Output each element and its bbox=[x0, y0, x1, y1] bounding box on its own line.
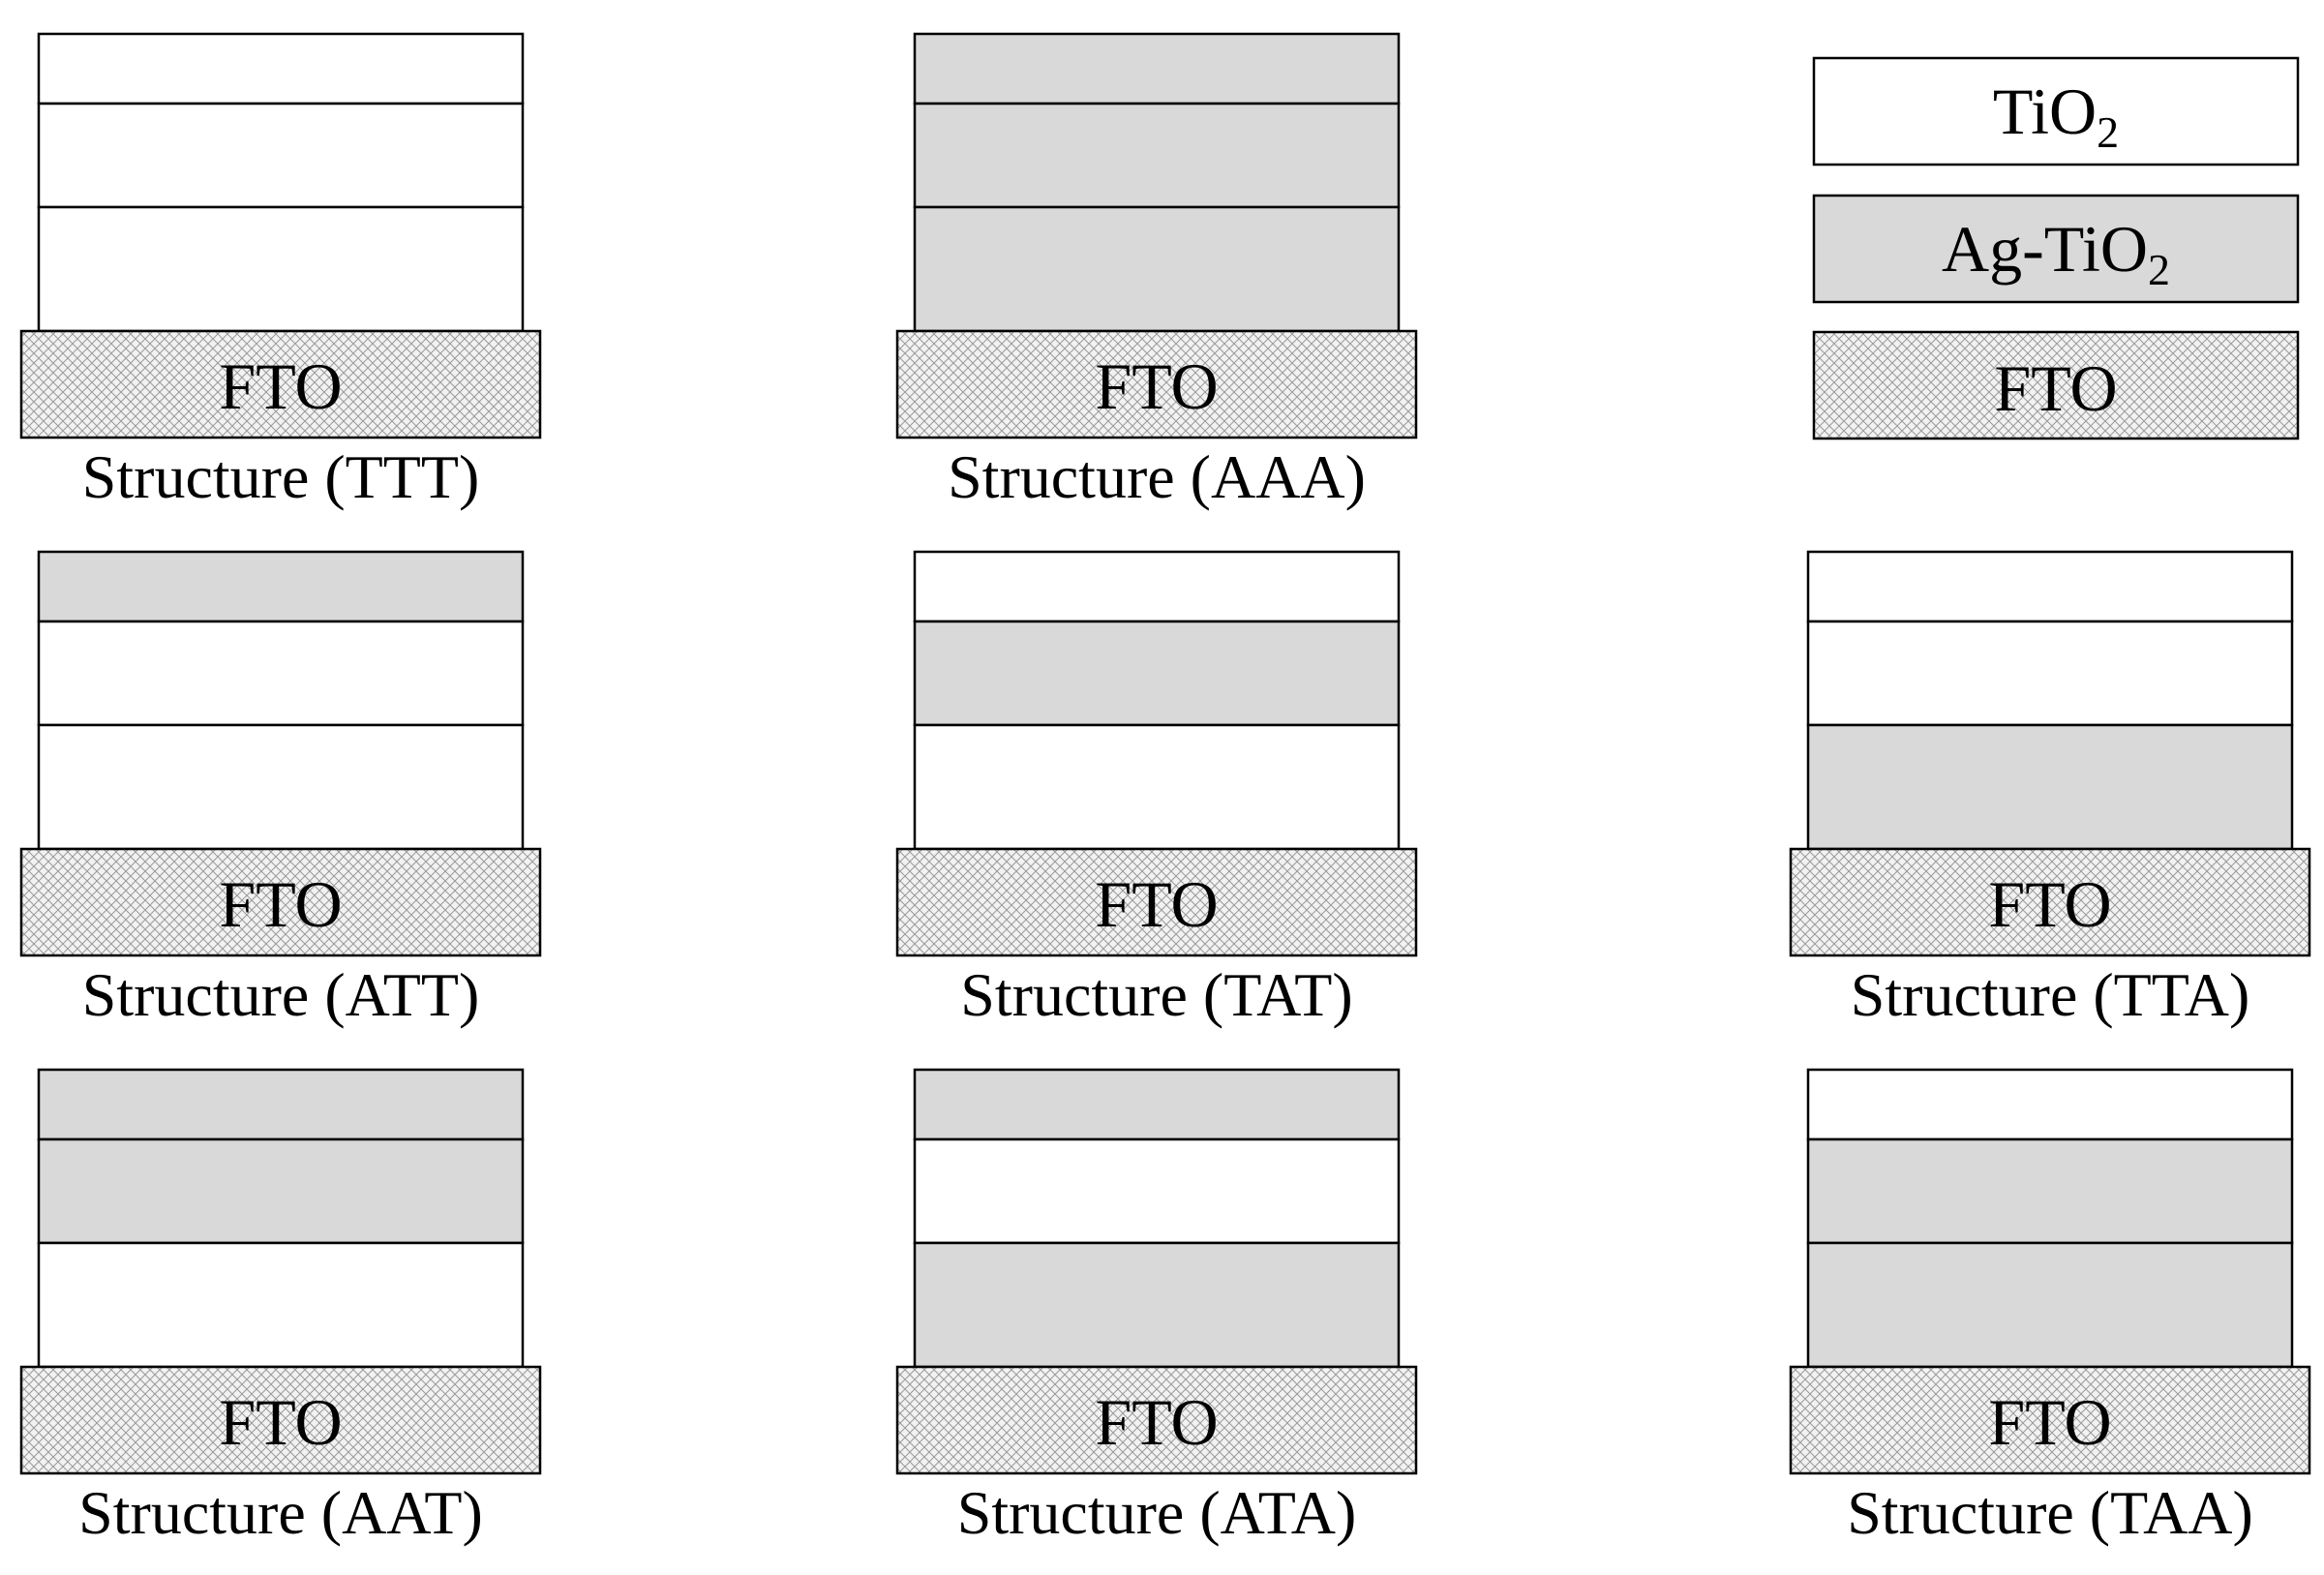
ag-tio2-layer bbox=[913, 1068, 1401, 1141]
tio2-layer bbox=[913, 723, 1401, 851]
tio2-layer bbox=[1806, 620, 2294, 727]
fto-label: FTO bbox=[219, 867, 342, 941]
structure-caption: Structure (TAA) bbox=[1847, 1478, 2253, 1547]
fto-substrate bbox=[1789, 1365, 2311, 1475]
legend-fto-label: FTO bbox=[1994, 351, 2117, 425]
fto-label: FTO bbox=[1988, 1385, 2111, 1459]
ag-tio2-layer bbox=[913, 1241, 1401, 1369]
ag-tio2-layer bbox=[913, 620, 1401, 727]
structure-6: FTO Structure (AAT) bbox=[19, 1068, 542, 1547]
structure-caption: Structure (ATT) bbox=[82, 960, 480, 1029]
structure-caption: Structure (TTA) bbox=[1851, 960, 2250, 1029]
fto-label: FTO bbox=[219, 1385, 342, 1459]
structure-caption: Structure (AAT) bbox=[78, 1478, 483, 1547]
ag-tio2-layer bbox=[37, 550, 525, 623]
structure-2: FTO Structure (AAA) bbox=[895, 32, 1418, 511]
structure-7: FTO Structure (ATA) bbox=[895, 1068, 1418, 1547]
fto-substrate bbox=[895, 329, 1418, 439]
tio2-layer bbox=[37, 205, 525, 333]
tio2-layer bbox=[37, 1241, 525, 1369]
structure-caption: Structure (ATA) bbox=[957, 1478, 1357, 1547]
legend-ag-tio2-swatch bbox=[1812, 194, 2300, 304]
ag-tio2-layer bbox=[913, 205, 1401, 333]
fto-substrate bbox=[19, 1365, 542, 1475]
tio2-layer bbox=[913, 550, 1401, 623]
ag-tio2-layer bbox=[37, 1068, 525, 1141]
structure-caption: Structure (TAT) bbox=[960, 960, 1352, 1029]
fto-label: FTO bbox=[219, 349, 342, 423]
tio2-layer bbox=[37, 32, 525, 106]
tio2-layer bbox=[37, 620, 525, 727]
tio2-layer bbox=[37, 102, 525, 209]
fto-substrate bbox=[19, 847, 542, 957]
ag-tio2-layer bbox=[1806, 1241, 2294, 1369]
ag-tio2-layer bbox=[913, 102, 1401, 209]
ag-tio2-layer bbox=[1806, 1137, 2294, 1245]
fto-substrate bbox=[19, 329, 542, 439]
ag-tio2-layer bbox=[37, 1137, 525, 1245]
legend-fto-swatch bbox=[1812, 330, 2300, 440]
fto-substrate bbox=[1789, 847, 2311, 957]
fto-label: FTO bbox=[1095, 349, 1218, 423]
legend: TiO2 Ag-TiO2 FTO bbox=[1812, 56, 2300, 440]
tio2-layer bbox=[37, 723, 525, 851]
fto-substrate bbox=[895, 847, 1418, 957]
structure-caption: Structure (AAA) bbox=[948, 442, 1366, 511]
ag-tio2-layer bbox=[913, 32, 1401, 106]
structure-1: FTO Structure (TTT) bbox=[19, 32, 542, 511]
fto-label: FTO bbox=[1095, 867, 1218, 941]
tio2-layer bbox=[913, 1137, 1401, 1245]
structure-8: FTO Structure (TAA) bbox=[1789, 1068, 2311, 1547]
fto-substrate bbox=[895, 1365, 1418, 1475]
ag-tio2-layer bbox=[1806, 723, 2294, 851]
tio2-layer bbox=[1806, 1068, 2294, 1141]
structures-group: FTO Structure (TTT) FTO Structure (AAA) FTO S… bbox=[19, 32, 2311, 1547]
structure-3: FTO Structure (ATT) bbox=[19, 550, 542, 1029]
tio2-layer bbox=[1806, 550, 2294, 623]
legend-tio2-swatch bbox=[1812, 56, 2300, 167]
fto-label: FTO bbox=[1988, 867, 2111, 941]
fto-label: FTO bbox=[1095, 1385, 1218, 1459]
structure-5: FTO Structure (TTA) bbox=[1789, 550, 2311, 1029]
structure-4: FTO Structure (TAT) bbox=[895, 550, 1418, 1029]
legend-tio2-label: TiO2 bbox=[1993, 75, 2119, 157]
legend-ag-tio2-label: Ag-TiO2 bbox=[1942, 212, 2170, 294]
structure-caption: Structure (TTT) bbox=[82, 442, 480, 511]
